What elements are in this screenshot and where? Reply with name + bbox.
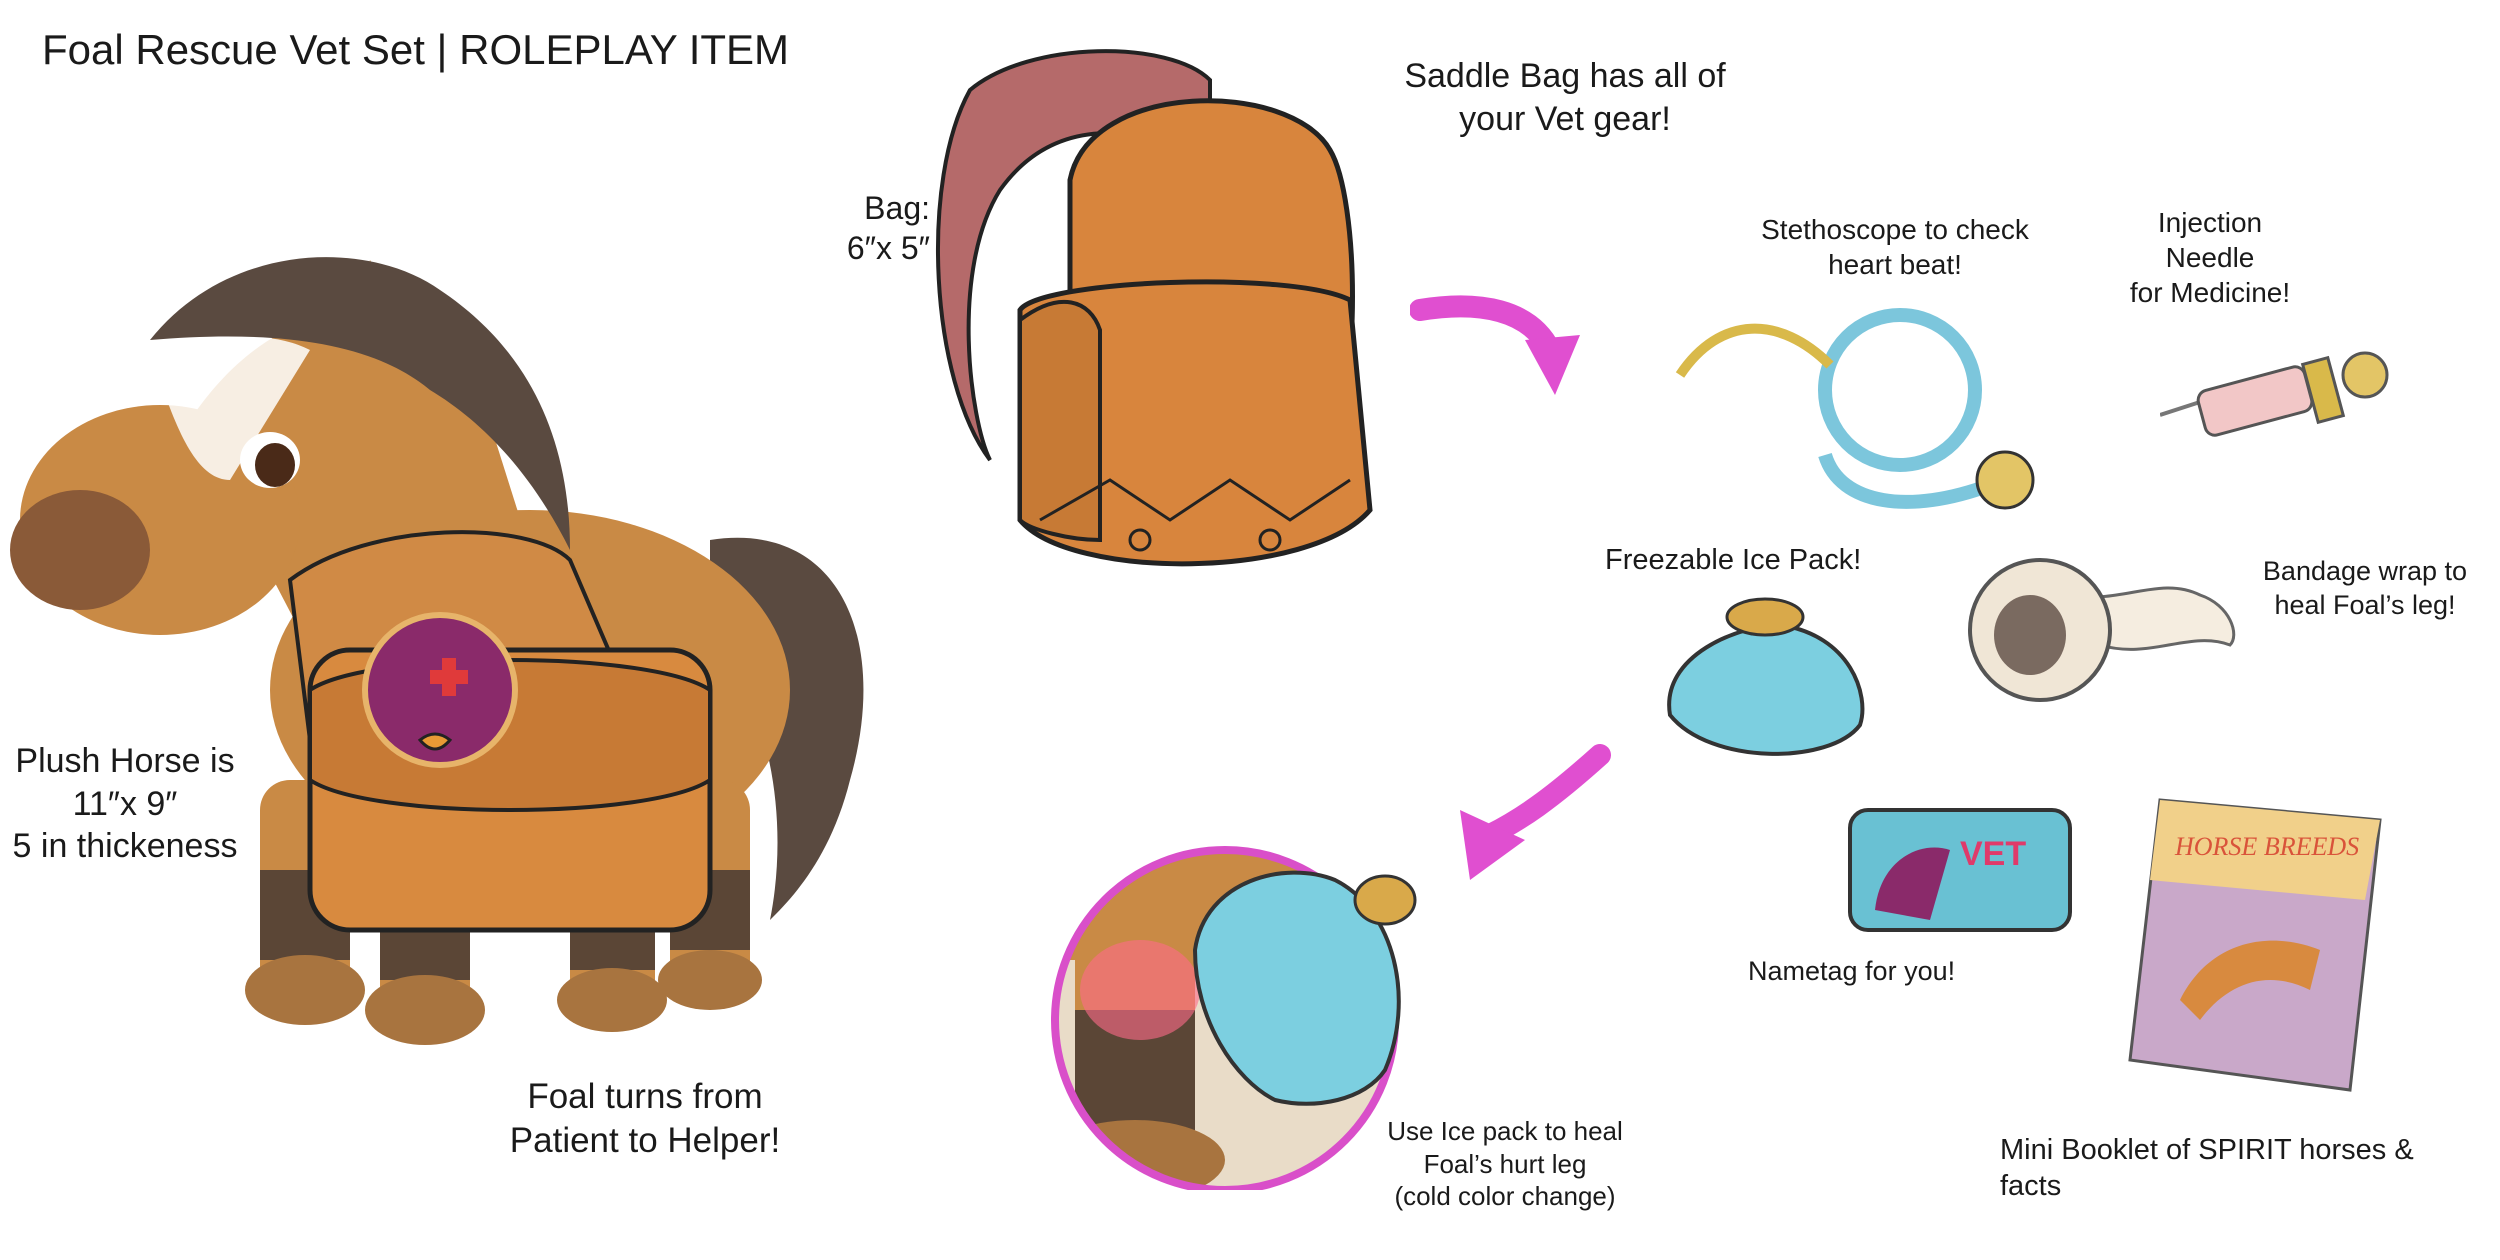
stethoscope-icon [1675, 308, 2035, 510]
needle-label: Injection Needle for Medicine! [2129, 207, 2291, 308]
ice-pack-icon [1667, 597, 1865, 756]
bandage-label: Bandage wrap to heal Foal’s leg! [2262, 556, 2468, 620]
page-title: Foal Rescue Vet Set | ROLEPLAY ITEM [42, 26, 790, 73]
bandage-roll-icon [1968, 558, 2236, 702]
ice-pack-demo-image [1051, 846, 1417, 1190]
saddle-bag-image [935, 49, 1373, 567]
curved-arrow-icon [1460, 744, 1611, 880]
spirit-booklet-icon: HORSE BREEDS [2128, 798, 2382, 1092]
booklet-title-text: HORSE BREEDS [2174, 832, 2359, 861]
saddle-bag-label: Saddle Bag has all of your Vet gear! [1404, 57, 1726, 138]
use-ice-label: Use Ice pack to heal Foal’s hurt leg (co… [1387, 1116, 1623, 1211]
injection-needle-icon [2160, 351, 2389, 437]
booklet-label: Mini Booklet of SPIRIT horses & facts [2000, 1134, 2414, 1203]
foal-turns-label: Foal turns from Patient to Helper! [509, 1077, 781, 1160]
curved-arrow-icon [1410, 295, 1580, 395]
nametag-label: Nametag for you! [1748, 956, 1956, 986]
bag-size-label: Bag: 6″x 5″ [846, 190, 930, 266]
plush-horse-image [10, 257, 864, 1045]
vet-nametag-icon: VET [1848, 808, 2072, 932]
stethoscope-label: Stethoscope to check heart beat! [1761, 214, 2029, 280]
nametag-vet-text: VET [1960, 835, 2026, 873]
plush-size-label: Plush Horse is 11″x 9″ 5 in thickeness [12, 742, 238, 865]
ice-pack-label: Freezable Ice Pack! [1605, 544, 1862, 576]
